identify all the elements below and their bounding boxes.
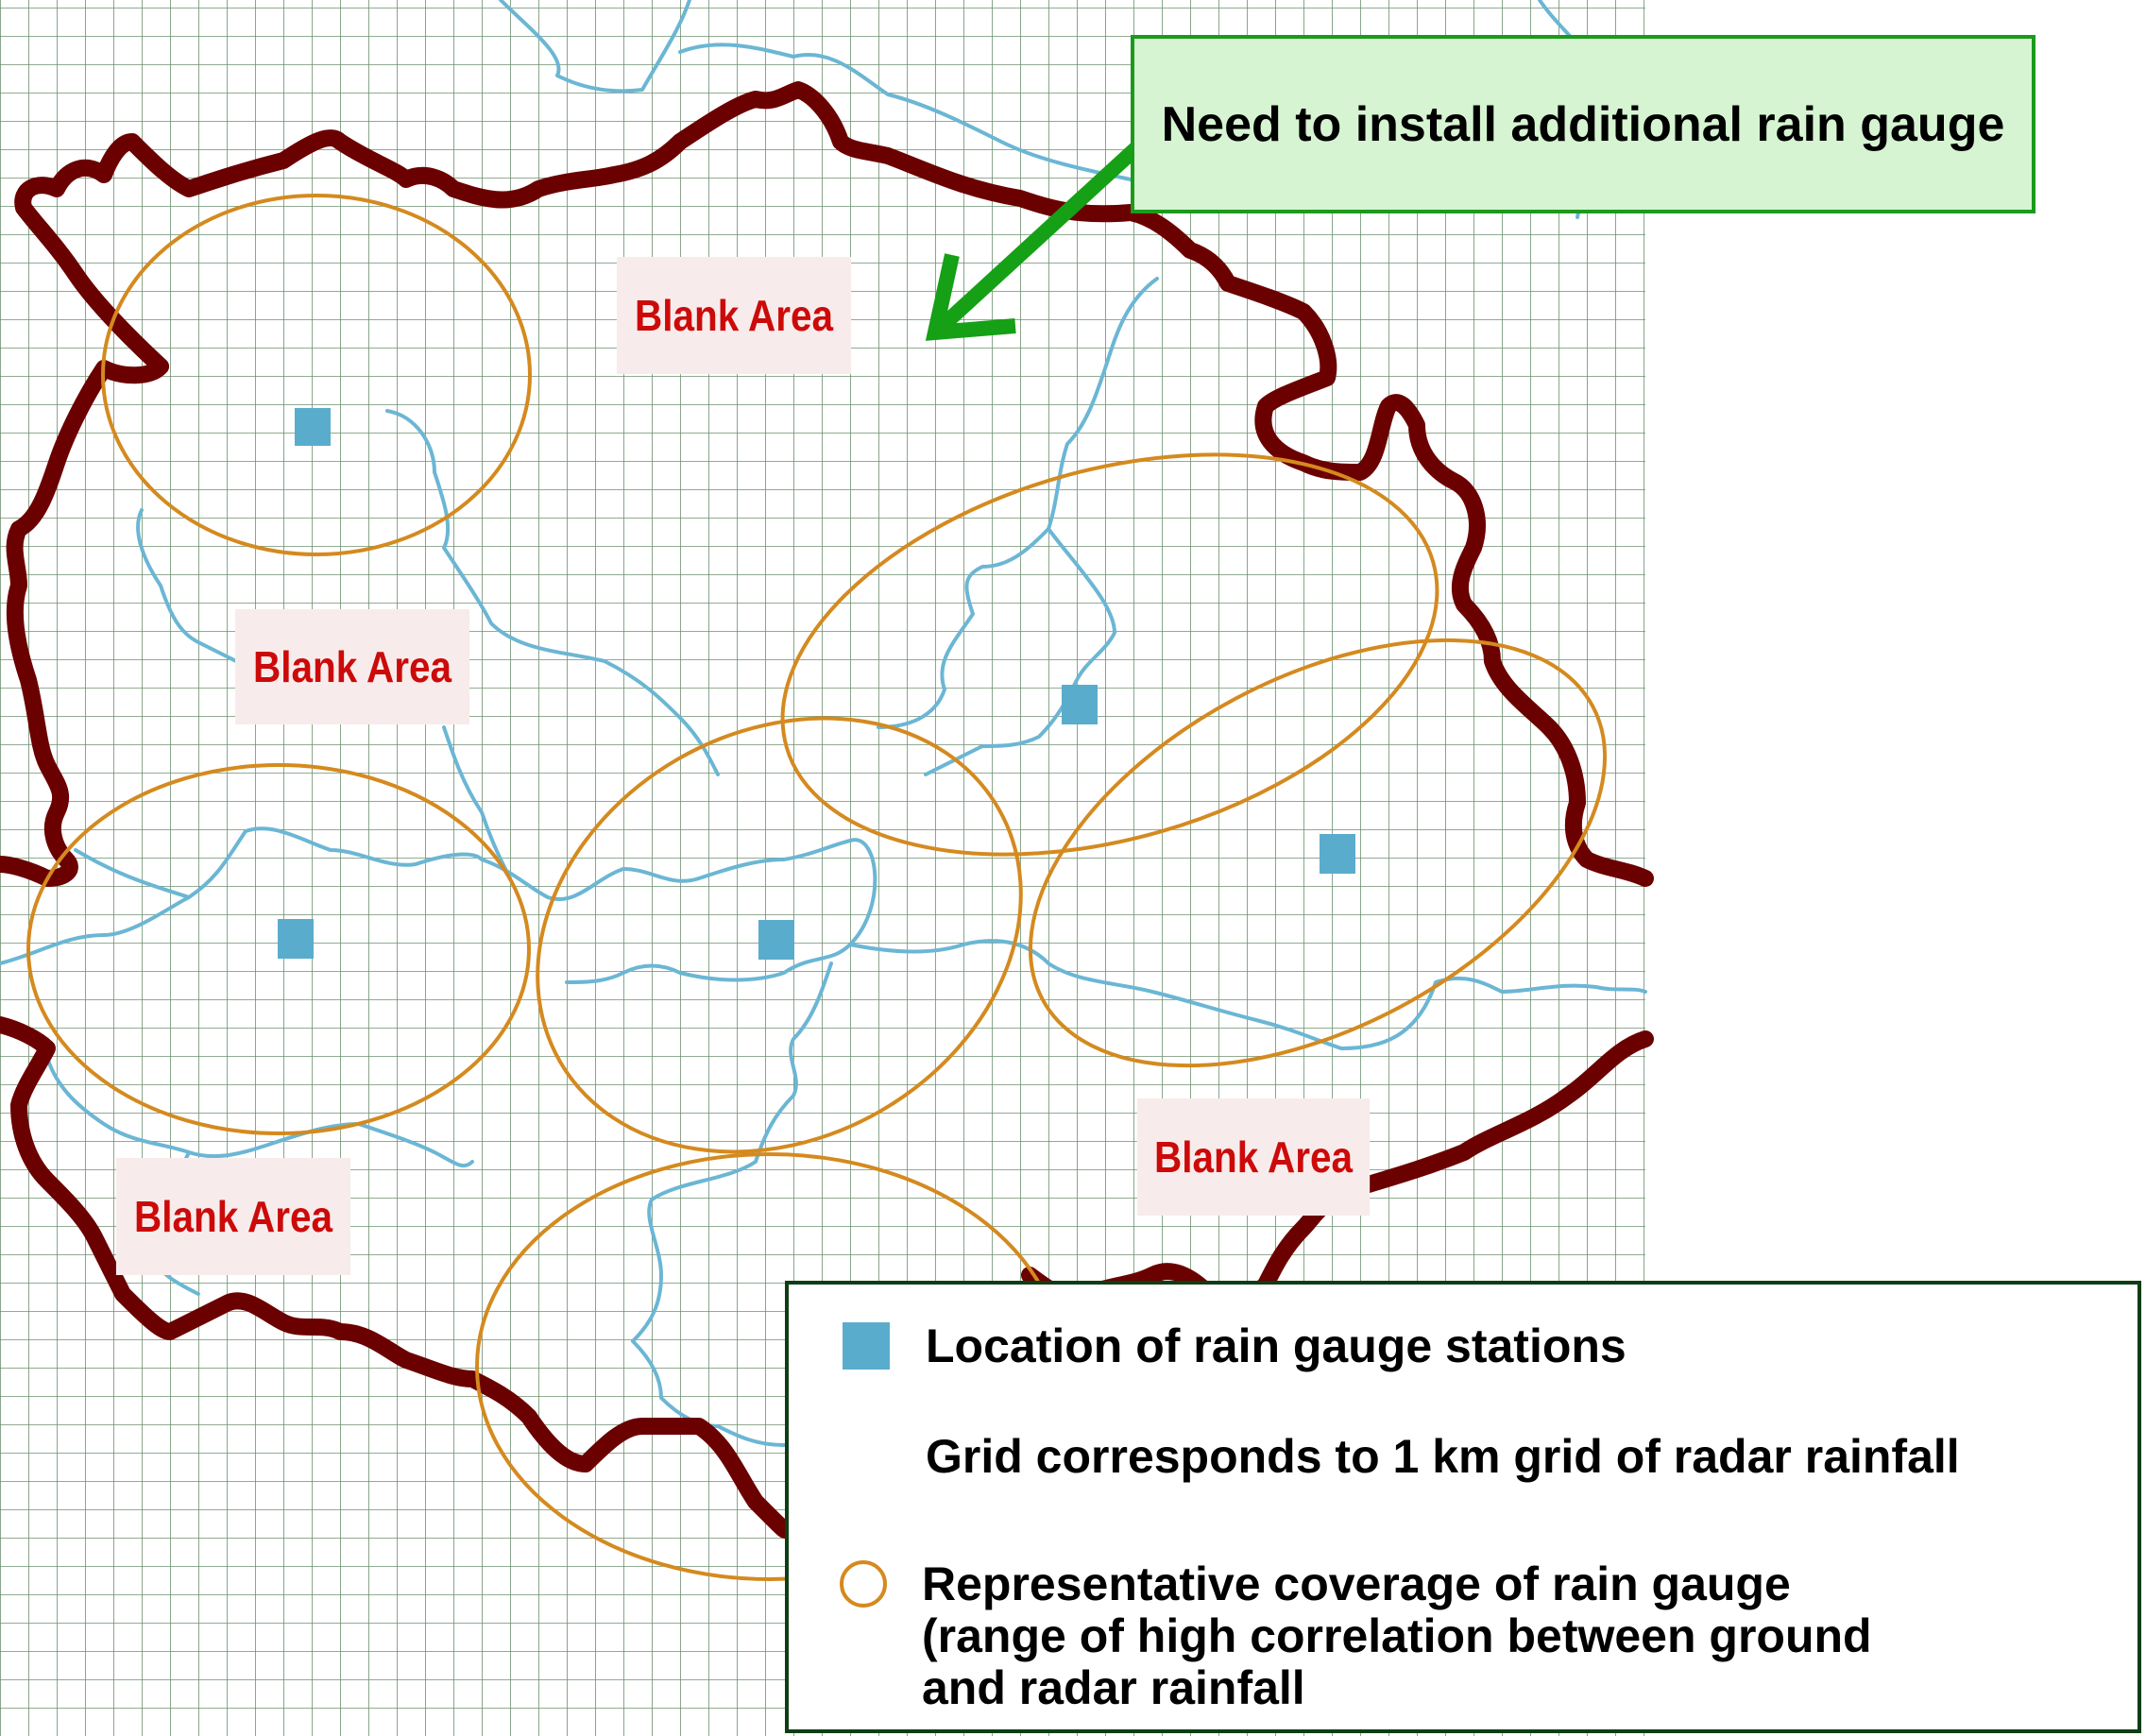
coverage-ellipse (1028, 638, 1608, 1068)
coverage-ellipse (780, 452, 1439, 857)
river-north-2 (678, 43, 1133, 181)
river-middle (442, 725, 512, 880)
watershed-boundary-west (0, 358, 169, 887)
river-network (0, 0, 1647, 1447)
legend-coverage-line2: (range of high correlation between groun… (922, 1609, 1872, 1662)
orange-circle-icon (840, 1560, 887, 1608)
legend-coverage-line1: Representative coverage of rain gauge (922, 1557, 1791, 1610)
coverage-ellipses (26, 194, 1608, 1581)
rain-gauge-station (278, 919, 314, 959)
rain-gauge-station (295, 408, 331, 446)
river-upper-left (385, 409, 720, 776)
river-main (0, 826, 877, 984)
callout-text: Need to install additional rain gauge (1161, 96, 2005, 152)
legend-coverage-line3: and radar rainfall (922, 1661, 1305, 1714)
legend-grid-label: Grid corresponds to 1 km grid of radar r… (926, 1430, 1960, 1483)
rain-gauge-stations (278, 408, 1355, 960)
legend-stations-label: Location of rain gauge stations (926, 1319, 1627, 1372)
install-gauge-callout: Need to install additional rain gauge (1131, 35, 2035, 213)
rain-gauge-station (758, 920, 794, 960)
river-north-1 (499, 0, 691, 94)
watershed-boundary (14, 81, 1654, 887)
river-upper-left-2 (136, 508, 257, 672)
legend: Location of rain gauge stations Grid cor… (785, 1281, 2141, 1733)
legend-item-stations: Location of rain gauge stations (843, 1320, 1627, 1372)
coverage-ellipse (26, 763, 531, 1135)
river-left-trib (74, 848, 191, 899)
blank-area-label: Blank Area (1136, 1098, 1371, 1216)
blank-area-label: Blank Area (115, 1158, 351, 1275)
rain-gauge-station (1320, 834, 1355, 874)
river-right-trib (877, 277, 1159, 729)
rain-gauge-station (1062, 685, 1098, 724)
legend-item-grid: Grid corresponds to 1 km grid of radar r… (926, 1431, 1960, 1483)
blue-square-icon (843, 1322, 890, 1370)
river-main-east (848, 939, 1647, 1050)
blank-area-label: Blank Area (616, 257, 852, 374)
watershed-boundary-southwest (0, 1016, 793, 1539)
coverage-ellipse (536, 716, 1023, 1154)
legend-coverage-label: Representative coverage of rain gauge (r… (922, 1558, 1872, 1714)
river-south (631, 962, 833, 1447)
river-southwest (45, 1056, 474, 1168)
legend-item-coverage: Representative coverage of rain gauge (r… (840, 1558, 1872, 1714)
coverage-ellipse (101, 194, 532, 556)
callout-arrow (925, 141, 1144, 341)
blank-area-label: Blank Area (234, 609, 470, 724)
